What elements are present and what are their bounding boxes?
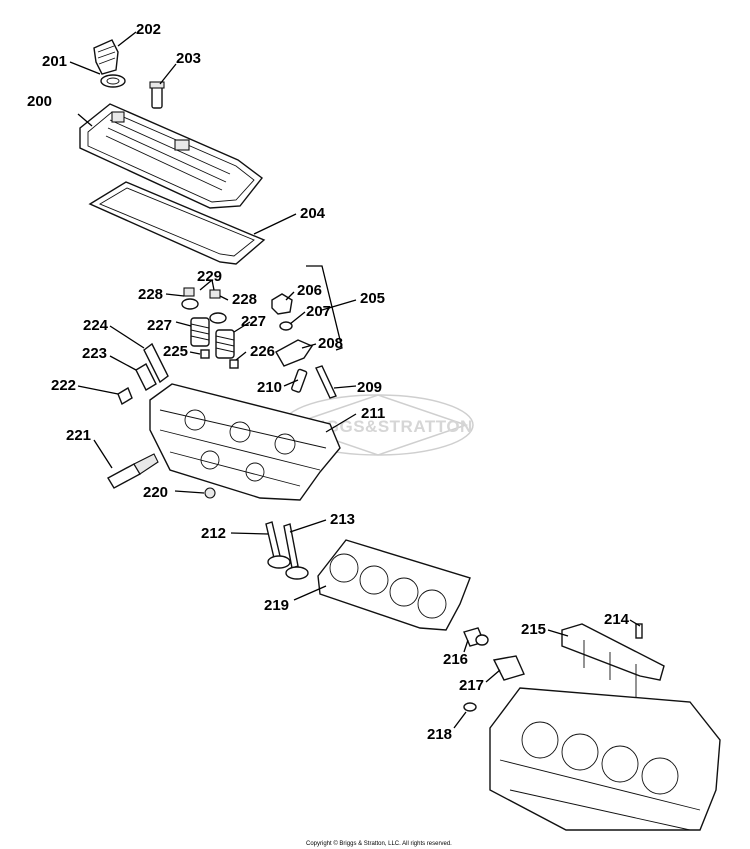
tray-bolt[interactable] bbox=[635, 623, 643, 639]
briggs-stratton-watermark: BRIGGS&STRATTON bbox=[282, 394, 474, 456]
callout-228-left: 228 bbox=[138, 286, 163, 303]
valve-keeper-left[interactable] bbox=[183, 287, 195, 297]
washer[interactable] bbox=[100, 74, 126, 88]
callout-215: 215 bbox=[521, 621, 546, 638]
callout-210: 210 bbox=[257, 379, 282, 396]
valve-seal-right[interactable] bbox=[229, 359, 239, 369]
head-gasket[interactable] bbox=[317, 539, 471, 631]
callout-225: 225 bbox=[163, 343, 188, 360]
callout-204: 204 bbox=[300, 205, 326, 222]
valve-spring-left[interactable] bbox=[190, 317, 210, 347]
callout-221: 221 bbox=[66, 427, 91, 444]
callout-206: 206 bbox=[297, 282, 322, 299]
callout-203: 203 bbox=[176, 50, 201, 67]
valve-lifter-roller[interactable] bbox=[463, 627, 489, 647]
callout-219: 219 bbox=[264, 597, 289, 614]
callout-227-left: 227 bbox=[147, 317, 172, 334]
callout-214: 214 bbox=[604, 611, 630, 628]
callout-202: 202 bbox=[136, 21, 161, 38]
head-bolt-medium[interactable] bbox=[135, 363, 157, 391]
valve-keeper-right[interactable] bbox=[209, 289, 221, 299]
valve-spring-right[interactable] bbox=[215, 329, 235, 359]
copyright-notice: Copyright © Briggs & Stratton, LLC. All … bbox=[306, 840, 452, 847]
callout-216: 216 bbox=[443, 651, 468, 668]
exhaust-valve[interactable] bbox=[283, 523, 309, 580]
callout-224: 224 bbox=[83, 317, 109, 334]
callout-217: 217 bbox=[459, 677, 484, 694]
callout-200: 200 bbox=[27, 93, 52, 110]
pushrod[interactable] bbox=[315, 365, 337, 399]
callout-220: 220 bbox=[143, 484, 168, 501]
callout-226: 226 bbox=[250, 343, 275, 360]
callout-201: 201 bbox=[42, 53, 67, 70]
valve-lifter[interactable] bbox=[492, 655, 525, 681]
head-bolt-long[interactable] bbox=[143, 342, 169, 384]
rocker-ball[interactable] bbox=[279, 321, 293, 331]
expansion-plug[interactable] bbox=[204, 487, 216, 499]
valve-cover-gasket[interactable] bbox=[88, 181, 266, 265]
callout-labels: 200 201 202 203 204 205 206 207 208 209 … bbox=[27, 21, 630, 743]
callout-211: 211 bbox=[361, 405, 385, 422]
lifter-bore-plug[interactable] bbox=[463, 702, 477, 712]
callout-212: 212 bbox=[201, 525, 226, 542]
callout-229: 229 bbox=[197, 268, 222, 285]
callout-227-right: 227 bbox=[241, 313, 266, 330]
spring-retainer-right[interactable] bbox=[209, 312, 227, 324]
valve-seal-left[interactable] bbox=[200, 349, 210, 359]
engine-block bbox=[489, 687, 721, 831]
callout-207: 207 bbox=[306, 303, 331, 320]
leader-lines bbox=[69, 31, 641, 729]
callout-213: 213 bbox=[330, 511, 355, 528]
spring-retainer-left[interactable] bbox=[181, 298, 199, 310]
cylinder-head[interactable] bbox=[149, 383, 341, 501]
callout-208: 208 bbox=[318, 335, 343, 352]
breather-fitting[interactable] bbox=[149, 81, 165, 109]
oil-fill-cap[interactable] bbox=[93, 39, 119, 75]
rocker-arm[interactable] bbox=[275, 339, 314, 367]
callout-223: 223 bbox=[82, 345, 107, 362]
callout-209: 209 bbox=[357, 379, 382, 396]
intake-valve[interactable] bbox=[265, 521, 291, 569]
callout-228-right: 228 bbox=[232, 291, 257, 308]
pushrod-guide[interactable] bbox=[291, 368, 308, 393]
callout-222: 222 bbox=[51, 377, 76, 394]
spark-plug[interactable] bbox=[107, 453, 159, 489]
callout-205: 205 bbox=[360, 290, 385, 307]
watermark-text: BRIGGS&STRATTON bbox=[295, 417, 473, 436]
head-bolt-short[interactable] bbox=[117, 386, 133, 406]
valve-cover[interactable] bbox=[79, 103, 263, 209]
callout-218: 218 bbox=[427, 726, 452, 743]
